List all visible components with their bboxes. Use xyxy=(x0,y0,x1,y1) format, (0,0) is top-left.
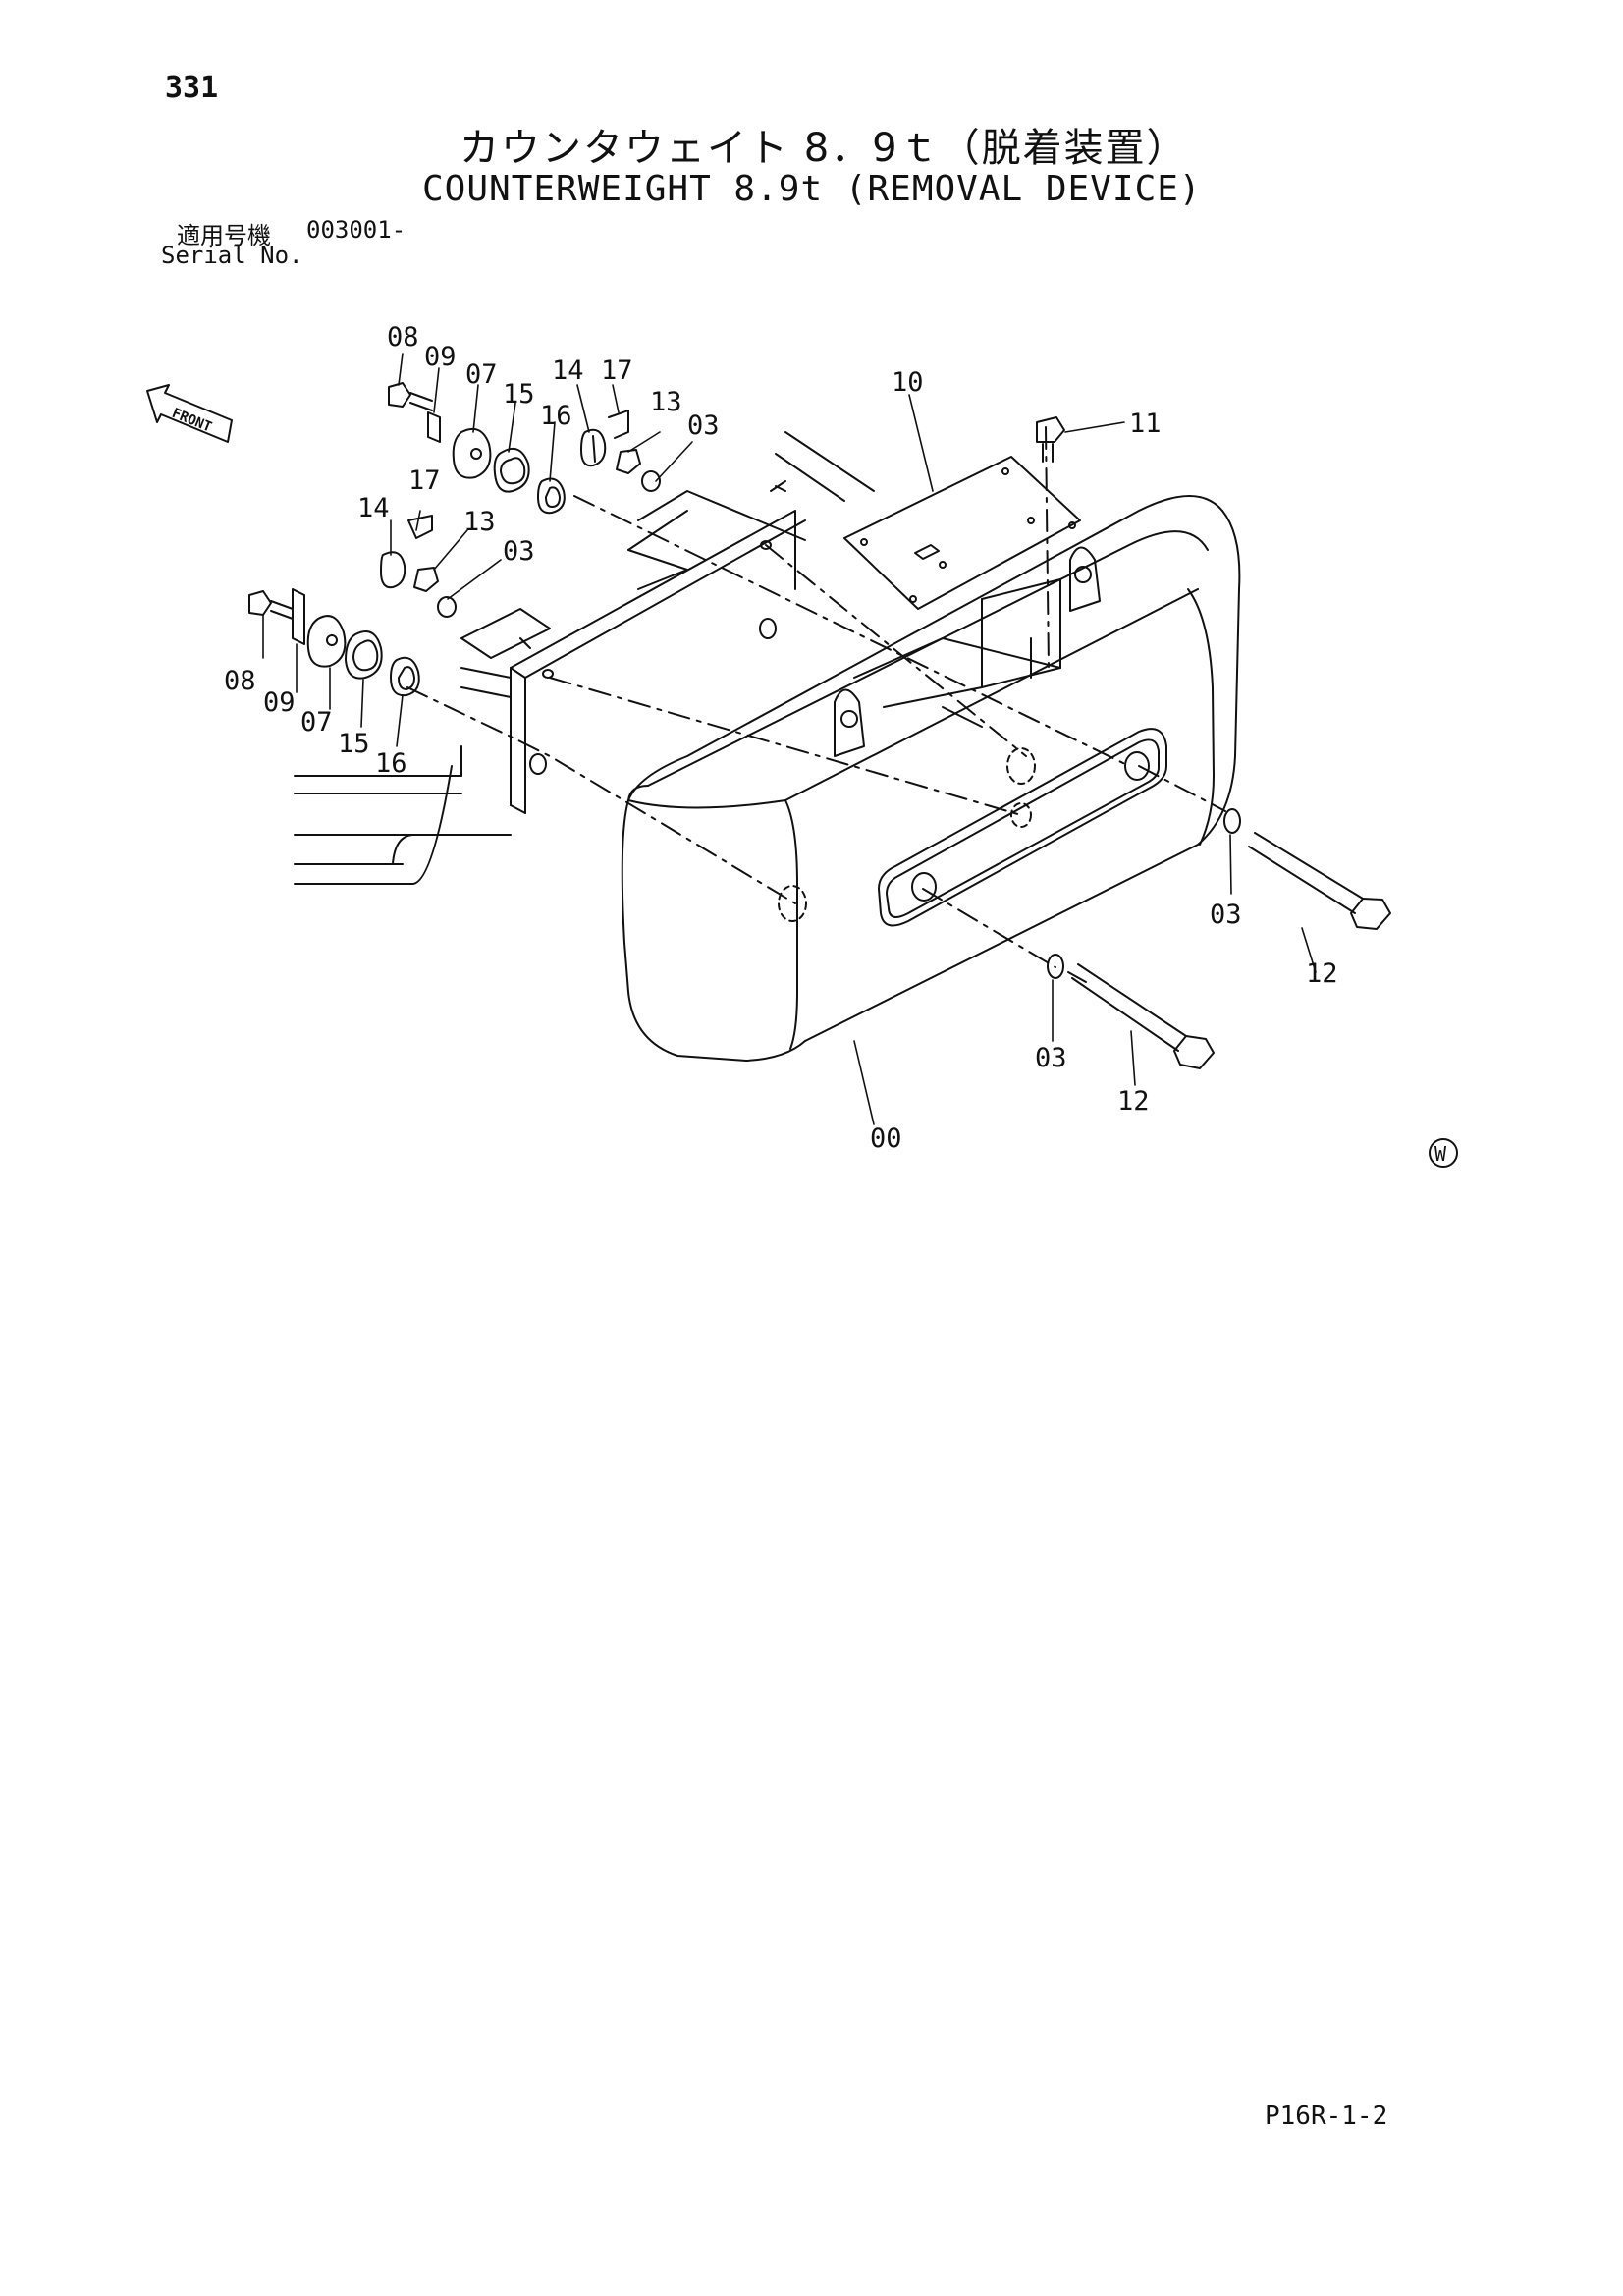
callout-15-upper: 15 xyxy=(503,379,535,410)
cover-bolt xyxy=(1036,416,1065,463)
cover-plate xyxy=(843,456,1081,610)
upper-fastener-group xyxy=(388,382,661,515)
callout-17-upper: 17 xyxy=(601,355,633,386)
long-bolts xyxy=(1067,832,1391,1069)
callout-07-lower: 07 xyxy=(300,707,333,738)
serial-label-japanese: 適用号機 xyxy=(177,222,271,249)
callout-10: 10 xyxy=(892,367,924,398)
callout-03-right: 03 xyxy=(1210,900,1242,930)
lower-washers xyxy=(1047,808,1241,979)
callout-08-lower: 08 xyxy=(224,666,256,696)
callout-16-lower: 16 xyxy=(375,748,407,779)
callout-13-upper: 13 xyxy=(650,387,682,417)
callout-12-right: 12 xyxy=(1306,958,1338,989)
assembly-center-lines xyxy=(406,426,1226,968)
title-english: COUNTERWEIGHT 8.9t (REMOVAL DEVICE) xyxy=(422,169,1202,209)
callout-00: 00 xyxy=(870,1123,902,1154)
leader-lines xyxy=(262,353,1317,1125)
machine-frame xyxy=(294,431,875,885)
callout-03-upper: 03 xyxy=(687,410,720,441)
callout-13-lower: 13 xyxy=(463,507,496,537)
callout-17-lower: 17 xyxy=(408,465,441,496)
callout-08-upper: 08 xyxy=(387,322,419,353)
callout-15-lower: 15 xyxy=(338,729,370,759)
w-mark-text: W xyxy=(1434,1142,1447,1166)
front-arrow-icon: FRONT xyxy=(146,384,233,443)
callout-03-lower: 03 xyxy=(503,536,535,567)
mounting-bracket xyxy=(460,480,806,814)
callout-03-front: 03 xyxy=(1035,1043,1067,1073)
callout-14-lower: 14 xyxy=(357,493,390,523)
callout-14-upper: 14 xyxy=(552,355,584,386)
title-japanese: カウンタウェイト 8．9ｔ（脱着装置） xyxy=(460,126,1188,171)
serial-number-value: 003001- xyxy=(306,216,406,244)
callout-07-upper: 07 xyxy=(465,359,498,390)
page-code: P16R-1-2 xyxy=(1265,2102,1388,2131)
callout-09-upper: 09 xyxy=(424,342,457,372)
counterweight-body xyxy=(621,495,1241,1062)
callout-16-upper: 16 xyxy=(540,401,572,431)
serial-label-english: Serial No. xyxy=(161,242,303,269)
callout-09-lower: 09 xyxy=(263,687,296,718)
callout-12-front: 12 xyxy=(1117,1086,1150,1117)
w-mark-icon: W xyxy=(1429,1138,1458,1168)
callout-11: 11 xyxy=(1129,409,1162,439)
lower-fastener-group xyxy=(248,515,457,697)
page-number: 331 xyxy=(165,71,219,105)
